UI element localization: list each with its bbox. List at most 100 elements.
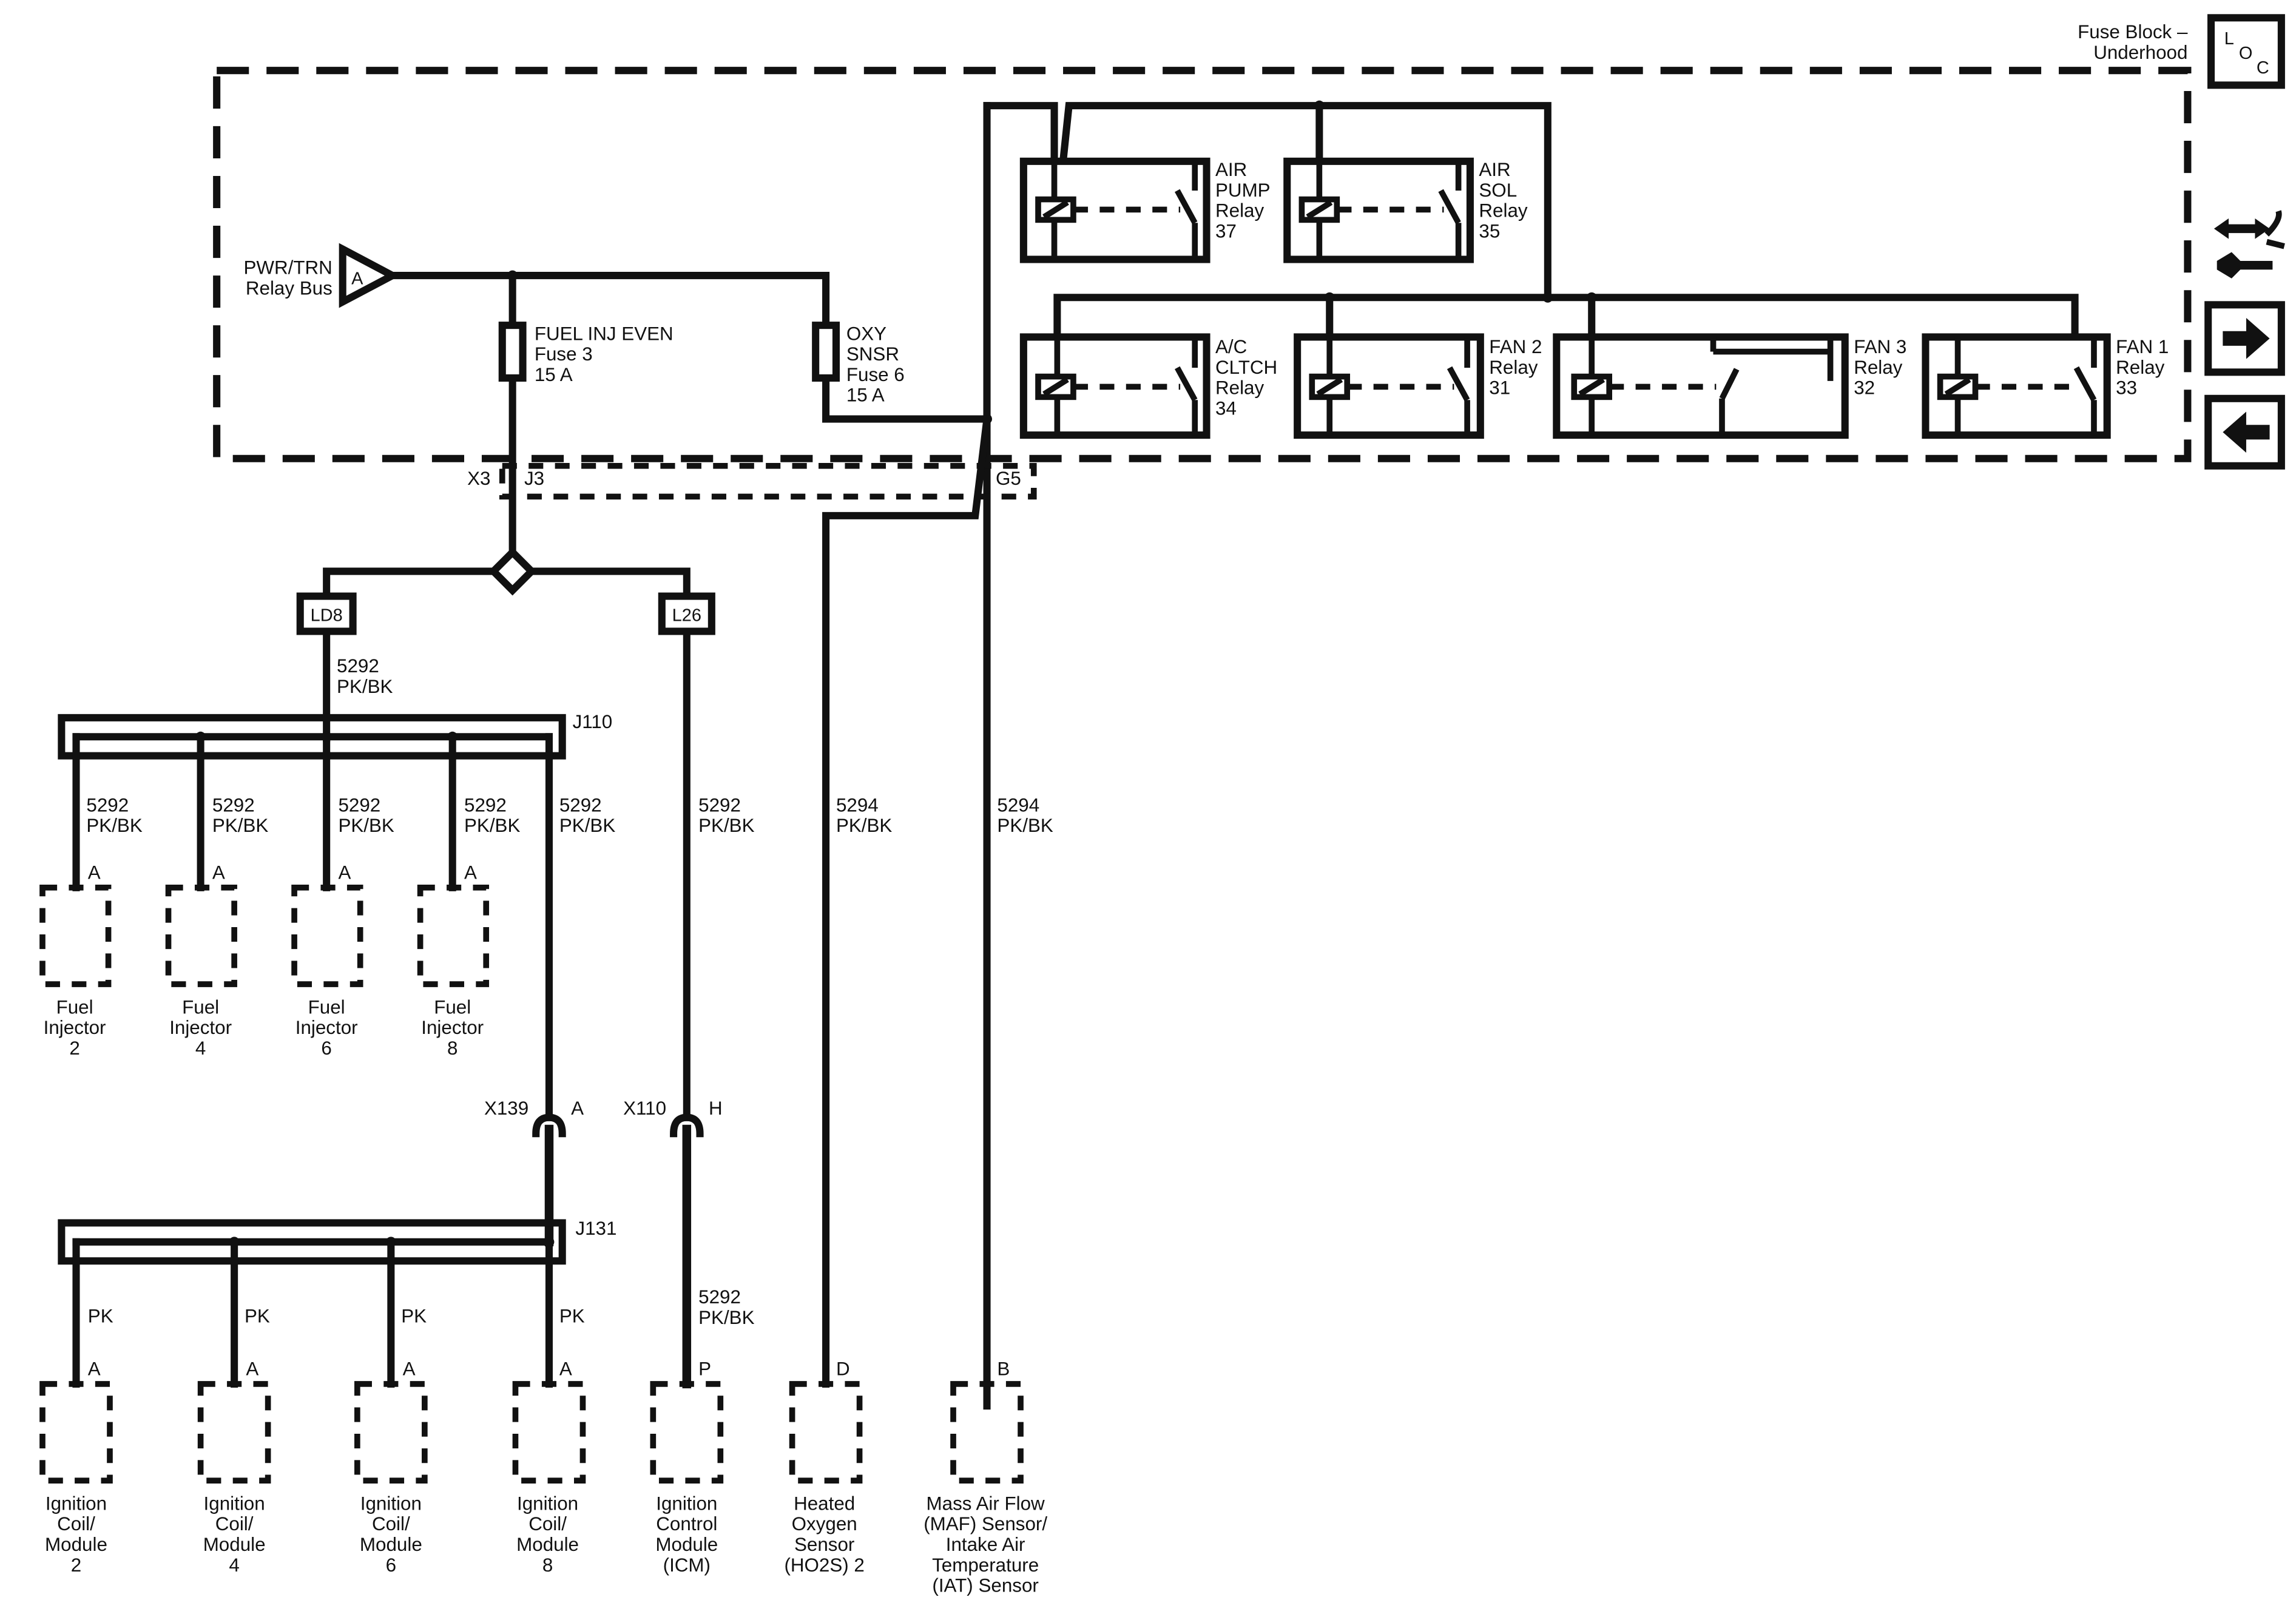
- relay32-label-1: FAN 3: [1854, 336, 1906, 357]
- inj4-label-3: 4: [195, 1038, 206, 1059]
- inj4-label-2: Injector: [169, 1017, 232, 1038]
- fuel-injector-8: A Fuel Injector 8: [417, 862, 490, 1059]
- inj4-pin: A: [212, 862, 225, 883]
- ld8-label: LD8: [311, 606, 343, 626]
- loc-button[interactable]: L O C: [2207, 14, 2285, 89]
- coil8-label-1: Ignition: [517, 1493, 578, 1514]
- bus-connector-a: A: [351, 269, 363, 289]
- coil6-wire-color: PK: [401, 1306, 427, 1327]
- option-ld8: LD8: [296, 592, 357, 635]
- maf-label-5: (IAT) Sensor: [932, 1575, 1038, 1596]
- ho2s-pin: D: [836, 1358, 850, 1379]
- icm-label-1: Ignition: [656, 1493, 717, 1514]
- icm-wire-num: 5292: [698, 1286, 741, 1308]
- maf-pin: B: [997, 1358, 1010, 1379]
- next-page-button[interactable]: [2204, 301, 2285, 376]
- loc-l: L: [2224, 29, 2234, 49]
- coil4-label-4: 4: [229, 1555, 239, 1576]
- relay-fan1-33: FAN 1 Relay 33: [1922, 333, 2169, 439]
- fuse3-label-1: FUEL INJ EVEN: [535, 323, 674, 344]
- inj6-label-3: 6: [321, 1038, 331, 1059]
- relay34-label-4: 34: [1215, 397, 1237, 419]
- inj6-wire-color: PK/BK: [338, 815, 394, 836]
- coil8-wire-color: PK: [559, 1306, 585, 1327]
- relay35-label-2: SOL: [1479, 180, 1517, 201]
- relay-air-sol-35: AIR SOL Relay 35: [1283, 157, 1528, 263]
- service-tool-icon: [2213, 210, 2285, 279]
- ho2s-wire-num: 5294: [836, 794, 879, 815]
- inj2-pin: A: [88, 862, 101, 883]
- inj2-wire-color: PK/BK: [86, 815, 142, 836]
- l26-label: L26: [672, 606, 701, 626]
- inj2-label-1: Fuel: [56, 996, 93, 1018]
- relay-fan2-31: FAN 2 Relay 31: [1294, 333, 1542, 439]
- icm-label-3: Module: [655, 1534, 718, 1555]
- j110-label: J110: [573, 711, 613, 732]
- fuel-injector-2: A Fuel Injector 2: [39, 862, 112, 1059]
- j131-label: J131: [575, 1218, 616, 1239]
- coil2-label-1: Ignition: [46, 1493, 107, 1514]
- coil8-label-3: Module: [516, 1534, 579, 1555]
- coil2-label-3: Module: [45, 1534, 107, 1555]
- coil2-label-4: 2: [71, 1555, 81, 1576]
- relay34-label-3: Relay: [1215, 377, 1264, 399]
- inj6-label-1: Fuel: [308, 996, 345, 1018]
- pwr-trn-relay-bus: PWR/TRN Relay Bus A: [243, 243, 400, 308]
- inj2-wire-num: 5292: [86, 794, 129, 815]
- ignition-coil-2: A Ignition Coil/ Module 2: [39, 1358, 113, 1576]
- inj8-label-1: Fuel: [434, 996, 471, 1018]
- relay32-label-3: 32: [1854, 377, 1875, 399]
- inj6-label-2: Injector: [295, 1017, 358, 1038]
- x139-wire-num: 5292: [559, 794, 602, 815]
- relay-air-pump-37: AIR PUMP Relay 37: [1019, 157, 1271, 263]
- loc-c: C: [2257, 58, 2269, 78]
- relay-fan3-32: FAN 3 Relay 32: [1553, 333, 1906, 439]
- ho2s-label-2: Oxygen: [792, 1513, 857, 1534]
- ld8-wire-num: 5292: [337, 655, 379, 677]
- inj8-wire-color: PK/BK: [464, 815, 520, 836]
- coil4-pin: A: [246, 1358, 258, 1379]
- maf-label-3: Intake Air: [946, 1534, 1025, 1555]
- loc-o: O: [2239, 44, 2253, 63]
- coil2-pin: A: [88, 1358, 101, 1379]
- ignition-coil-8: A Ignition Coil/ Module 8: [512, 1358, 586, 1576]
- relay32-label-2: Relay: [1854, 357, 1902, 378]
- inj8-label-3: 8: [447, 1038, 458, 1059]
- ho2s-label-4: (HO2S) 2: [784, 1555, 864, 1576]
- ho2s-label-3: Sensor: [794, 1534, 854, 1555]
- inj8-pin: A: [464, 862, 477, 883]
- coil2-label-2: Coil/: [57, 1513, 95, 1534]
- relay-ac-cltch-34: A/C CLTCH Relay 34: [1019, 333, 1277, 439]
- ignition-coil-6: A Ignition Coil/ Module 6: [354, 1358, 428, 1576]
- relay33-label-1: FAN 1: [2116, 336, 2169, 357]
- maf-label-1: Mass Air Flow: [927, 1493, 1045, 1514]
- prev-page-button[interactable]: [2204, 394, 2285, 470]
- inj4-wire-color: PK/BK: [212, 815, 268, 836]
- inj2-label-2: Injector: [44, 1017, 106, 1038]
- fuse6-label-2: SNSR: [846, 343, 899, 365]
- inj8-wire-num: 5292: [464, 794, 507, 815]
- x110-label: X110: [623, 1098, 666, 1119]
- fuse-fuel-inj-even: FUEL INJ EVEN Fuse 3 15 A: [498, 322, 674, 385]
- relay37-label-1: AIR: [1215, 159, 1247, 180]
- coil4-label-3: Module: [203, 1534, 266, 1555]
- option-l26: L26: [658, 592, 715, 635]
- maf-wire-color: PK/BK: [997, 815, 1053, 836]
- fuse6-label-1: OXY: [846, 323, 886, 344]
- relay31-label-3: 31: [1489, 377, 1510, 399]
- fuel-injector-6: A Fuel Injector 6: [291, 862, 363, 1059]
- relay35-label-4: 35: [1479, 220, 1500, 241]
- relay35-label-3: Relay: [1479, 200, 1527, 221]
- coil4-label-2: Coil/: [215, 1513, 254, 1534]
- fuse-block-title-1: Fuse Block –: [2078, 21, 2188, 42]
- service-tool-button[interactable]: [2213, 210, 2285, 279]
- fuse-block-title-2: Underhood: [2093, 42, 2187, 63]
- l26-wire-num: 5292: [698, 794, 741, 815]
- maf-wire-num: 5294: [997, 794, 1039, 815]
- heated-oxygen-sensor: D Heated Oxygen Sensor (HO2S) 2: [784, 1358, 864, 1575]
- fuse3-label-2: Fuse 3: [535, 343, 593, 365]
- coil6-label-1: Ignition: [360, 1493, 422, 1514]
- x110-pin: H: [709, 1098, 723, 1119]
- inj6-pin: A: [338, 862, 351, 883]
